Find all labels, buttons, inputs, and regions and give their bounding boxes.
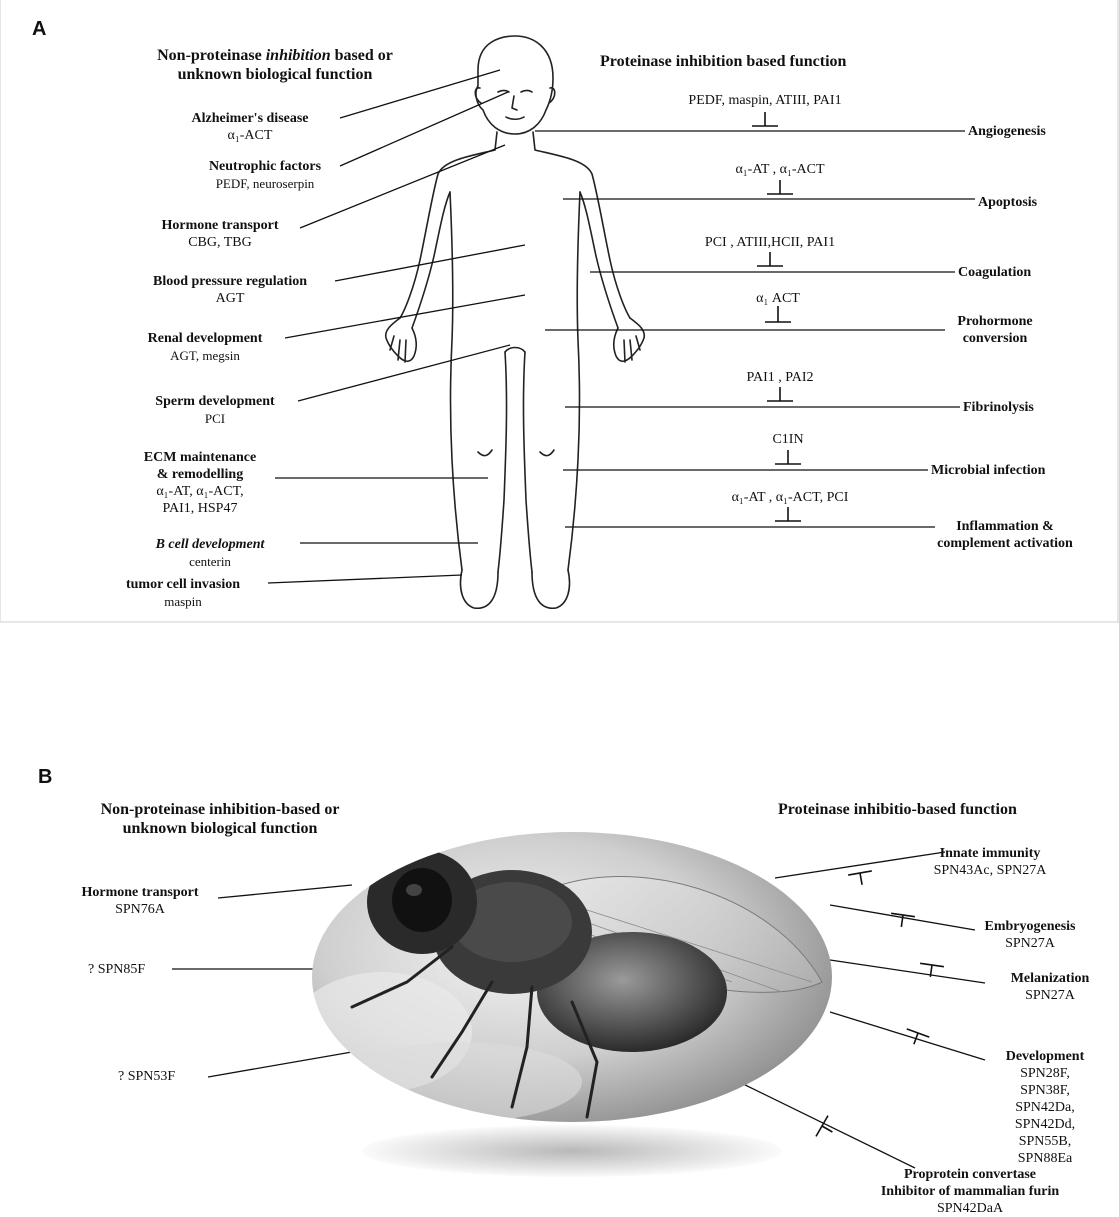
item-sub: AGT, megsin: [125, 347, 285, 364]
function-line-2: conversion: [940, 330, 1050, 347]
item-sub: SPN76A: [60, 901, 220, 918]
item-title: Hormone transport: [60, 884, 220, 901]
function-sub-4: SPN42Dd,: [980, 1116, 1110, 1133]
item-sub: PEDF, neuroserpin: [175, 175, 355, 192]
function-inflammation: Inflammation & complement activation: [910, 518, 1100, 552]
left-item-sperm: Sperm development PCI: [130, 393, 300, 427]
function-sub: SPN43Ac, SPN27A: [915, 862, 1065, 879]
item-sub: centerin: [120, 553, 300, 570]
left-item-ecm: ECM maintenance & remodelling α₁-AT, α₁-…: [125, 449, 275, 517]
fly-left-spn85f: ? SPN85F: [88, 961, 145, 978]
left-item-neutrophic: Neutrophic factors PEDF, neuroserpin: [175, 158, 355, 192]
left-item-blood-pressure: Blood pressure regulation AGT: [125, 273, 335, 307]
left-item-renal: Renal development AGT, megsin: [125, 330, 285, 364]
item-sub-2: PAI1, HSP47: [125, 500, 275, 517]
item-title: B cell development: [120, 536, 300, 553]
item-title: Alzheimer's disease: [160, 110, 340, 127]
left-header-text-2: based or: [331, 47, 393, 64]
left-item-hormone-transport: Hormone transport CBG, TBG: [140, 217, 300, 251]
fly-illustration: [312, 832, 832, 1122]
item-sub: CBG, TBG: [140, 234, 300, 251]
fly-right-proprotein-convertase: Proprotein convertase Inhibitor of mamma…: [845, 1166, 1095, 1217]
function-sub-6: SPN88Ea: [980, 1150, 1110, 1167]
item-title: Blood pressure regulation: [125, 273, 335, 290]
item-title: Renal development: [125, 330, 285, 347]
function-sub: SPN27A: [990, 987, 1110, 1004]
function-fibrinolysis: Fibrinolysis: [963, 399, 1034, 416]
inhibitors-coagulation: PCI , ATIII,HCII, PAI1: [675, 234, 865, 251]
function-sub-3: SPN42Da,: [980, 1099, 1110, 1116]
fly-left-hormone-transport: Hormone transport SPN76A: [60, 884, 220, 918]
left-item-b-cell: B cell development centerin: [120, 536, 300, 570]
function-coagulation: Coagulation: [958, 264, 1031, 281]
left-header-line-2: unknown biological function: [45, 819, 395, 838]
item-sub: α₁-ACT: [160, 127, 340, 144]
item-sub: PCI: [130, 410, 300, 427]
inhibitors-prohormone: α₁ ACT: [738, 290, 818, 307]
item-title-2: & remodelling: [125, 466, 275, 483]
item-sub: maspin: [98, 593, 268, 610]
item-title: tumor cell invasion: [98, 576, 268, 593]
inhibitors-fibrinolysis: PAI1 , PAI2: [725, 369, 835, 386]
drosophila-fly-image: [312, 832, 832, 1122]
function-sub-5: SPN55B,: [980, 1133, 1110, 1150]
item-title: Hormone transport: [140, 217, 300, 234]
left-item-alzheimers: Alzheimer's disease α₁-ACT: [160, 110, 340, 144]
inhibitors-angiogenesis: PEDF, maspin, ATIII, PAI1: [660, 92, 870, 109]
function-title-2: Inhibitor of mammalian furin: [845, 1183, 1095, 1200]
item-sub: AGT: [125, 290, 335, 307]
function-line-1: Prohormone: [940, 313, 1050, 330]
left-header-italic: inhibition: [266, 47, 331, 64]
function-sub-2: SPN38F,: [980, 1082, 1110, 1099]
function-sub: SPN27A: [965, 935, 1095, 952]
left-header-text-3: unknown biological function: [178, 66, 373, 83]
function-title: Embryogenesis: [965, 918, 1095, 935]
left-item-tumor: tumor cell invasion maspin: [98, 576, 268, 610]
panel-a-right-header: Proteinase inhibition based function: [600, 52, 846, 71]
function-sub-1: SPN28F,: [980, 1065, 1110, 1082]
item-title: Sperm development: [130, 393, 300, 410]
item-title: ECM maintenance: [125, 449, 275, 466]
function-sub: SPN42DaA: [845, 1200, 1095, 1217]
inhibitors-microbial: C1IN: [748, 431, 828, 448]
function-apoptosis: Apoptosis: [978, 194, 1037, 211]
panel-b-label: B: [38, 766, 52, 789]
function-title: Development: [980, 1048, 1110, 1065]
left-header-text-1: Non-proteinase: [157, 47, 266, 64]
function-title: Proprotein convertase: [845, 1166, 1095, 1183]
panel-b-right-header: Proteinase inhibitio-based function: [778, 800, 1017, 819]
function-line-1: Inflammation &: [910, 518, 1100, 535]
panel-a-label: A: [32, 18, 46, 41]
inhibitors-inflammation: α₁-AT , α₁-ACT, PCI: [700, 489, 880, 506]
function-title: Innate immunity: [915, 845, 1065, 862]
function-line-2: complement activation: [910, 535, 1100, 552]
panel-a-left-header: Non-proteinase inhibition based or unkno…: [100, 46, 450, 84]
item-title: Neutrophic factors: [175, 158, 355, 175]
item-sub: α₁-AT, α₁-ACT,: [125, 483, 275, 500]
fly-image-shadow: [362, 1125, 782, 1177]
fly-right-innate-immunity: Innate immunity SPN43Ac, SPN27A: [915, 845, 1065, 879]
fly-right-embryogenesis: Embryogenesis SPN27A: [965, 918, 1095, 952]
function-title: Melanization: [990, 970, 1110, 987]
inhibitors-apoptosis: α₁-AT , α₁-ACT: [715, 161, 845, 178]
human-body-figure: [386, 36, 645, 608]
left-header-line-1: Non-proteinase inhibition-based or: [45, 800, 395, 819]
function-prohormone: Prohormone conversion: [940, 313, 1050, 347]
function-angiogenesis: Angiogenesis: [968, 123, 1046, 140]
fly-right-development: Development SPN28F, SPN38F, SPN42Da, SPN…: [980, 1048, 1110, 1167]
function-microbial: Microbial infection: [931, 462, 1045, 479]
fly-right-melanization: Melanization SPN27A: [990, 970, 1110, 1004]
panel-b-left-header: Non-proteinase inhibition-based or unkno…: [45, 800, 395, 838]
fly-left-spn53f: ? SPN53F: [118, 1068, 175, 1085]
